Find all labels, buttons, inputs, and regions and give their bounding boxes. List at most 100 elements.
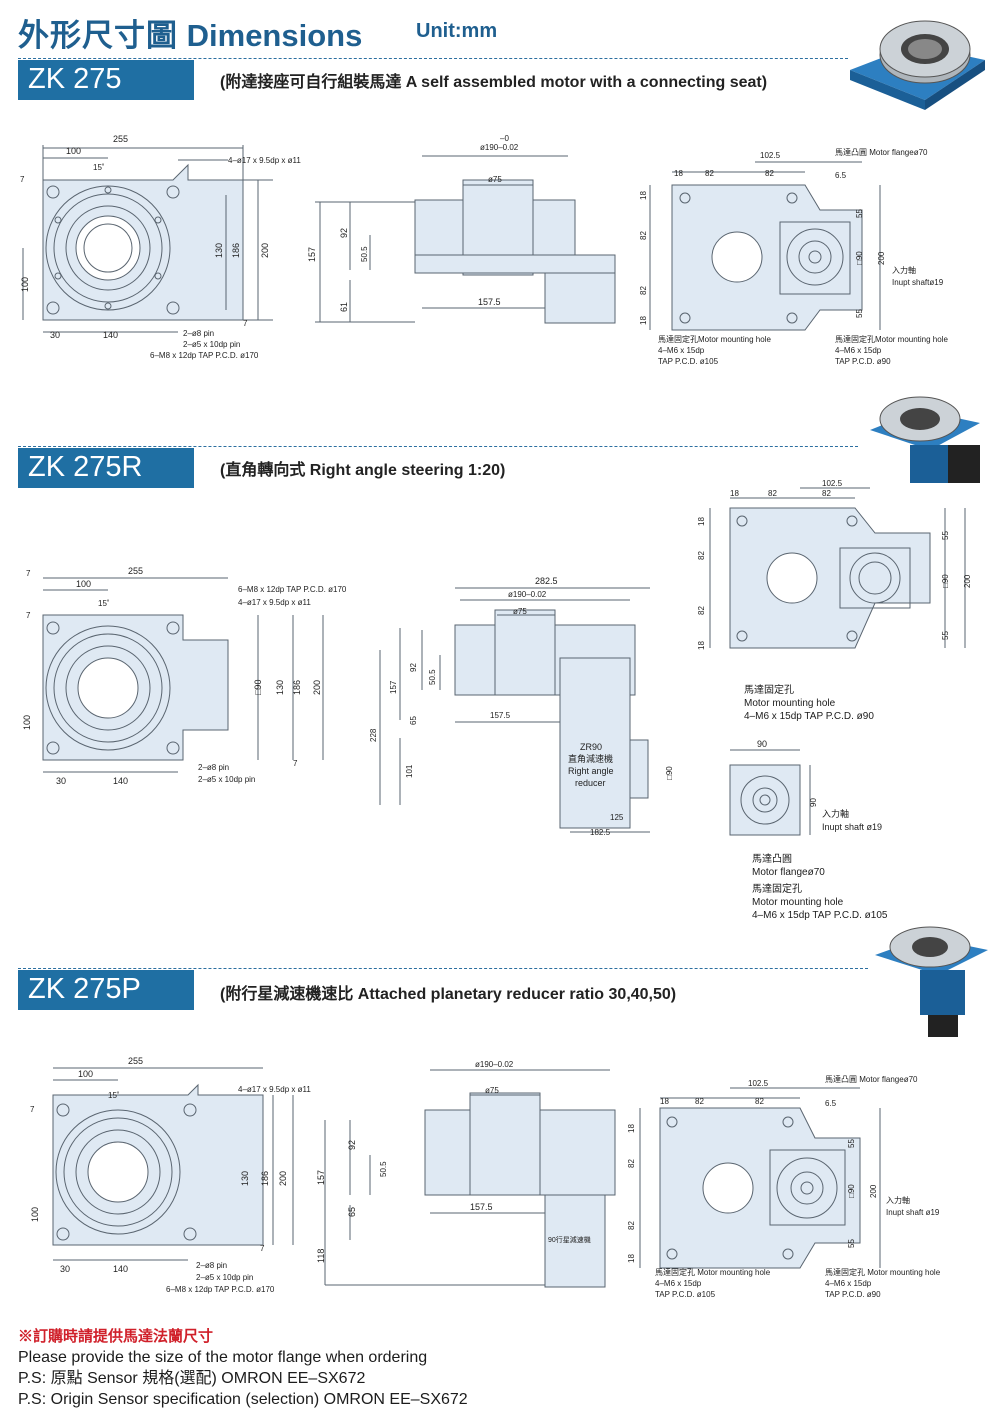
motor-input-en: Inupt shaft ø19 — [822, 822, 882, 832]
dim-6-5: 6.5 — [835, 171, 847, 180]
motor-hole-3: 4–M6 x 15dp TAP P.C.D. ø105 — [752, 910, 888, 921]
dim-7a: 7 — [20, 175, 25, 184]
zk275r-top-view: 102.5 18 82 82 18 82 82 18 55 □90 200 55 — [697, 479, 972, 650]
dim-125: 125 — [610, 813, 624, 822]
dim-55b: 55 — [855, 309, 864, 318]
dim-130: 130 — [275, 680, 285, 695]
dim-255: 255 — [113, 134, 128, 144]
dim-15: 15˚ — [98, 599, 110, 608]
section-subtitle-zk275r: (直角轉向式 Right angle steering 1:20) — [220, 462, 506, 479]
unit-label: Unit:mm — [416, 20, 498, 42]
dim-190: ø190–0.02 — [475, 1060, 514, 1069]
dim-82v2: 82 — [627, 1221, 636, 1230]
reducer-label: 90行星減速機 — [548, 1235, 591, 1244]
zk275r-side-view: 282.5 ø190–0.02 ø75 92 50.5 157 65 228 1… — [369, 576, 674, 837]
dim-15: 15˚ — [93, 163, 105, 172]
zk275p-front-view: 255 100 15˚ 7 7 100 130 186 200 30 140 4… — [30, 1056, 311, 1294]
dim-90: □90 — [941, 574, 950, 588]
dim-255: 255 — [128, 1056, 143, 1066]
dim-82v1: 82 — [697, 551, 706, 560]
motor-flange-label: 馬達凸圓 Motor flangeø70 — [825, 1074, 918, 1084]
model-badge-zk275r: ZK 275R — [18, 448, 194, 486]
dim-50-5: 50.5 — [428, 669, 437, 685]
dim-186: 186 — [260, 1171, 270, 1186]
hole-right-2: 4–M6 x 15dp — [825, 1279, 872, 1288]
dim-30: 30 — [50, 330, 60, 340]
hole-left-2: 4–M6 x 15dp — [658, 346, 705, 355]
zk275r-motor-notes: 馬達凸圓 Motor flangeø70 馬達固定孔 Motor mountin… — [752, 853, 887, 922]
title-cn: 外形尺寸圖 — [18, 18, 178, 53]
section-divider — [18, 58, 848, 59]
dim-90: □90 — [855, 251, 864, 265]
dim-282-5: 282.5 — [535, 576, 558, 586]
dim-55a: 55 — [847, 1139, 856, 1148]
dim-82v2: 82 — [697, 606, 706, 615]
dim-100v: 100 — [30, 1207, 40, 1222]
dim-100: 100 — [78, 1069, 93, 1079]
note-line-4: P.S: Origin Sensor specification (select… — [18, 1391, 468, 1408]
dim-140: 140 — [113, 1264, 128, 1274]
dim-82v2: 82 — [639, 286, 648, 295]
note-pin: 2–ø8 pin — [183, 329, 214, 338]
hole-right-1: 馬達固定孔 Motor mounting hole — [825, 1267, 941, 1277]
dim-140: 140 — [113, 776, 128, 786]
dim-186: 186 — [231, 243, 241, 258]
dim-55b: 55 — [941, 631, 950, 640]
motor-flange-label: 馬達凸圓 Motor flangeø70 — [835, 147, 928, 157]
motor-hole-1: 馬達固定孔 — [752, 884, 802, 895]
note-line-3: P.S: 原點 Sensor 規格(選配) OMRON EE–SX672 — [18, 1370, 366, 1387]
dim-190: ø190–0.02 — [508, 590, 547, 599]
note-tap: 6–M8 x 12dp TAP P.C.D. ø170 — [166, 1285, 275, 1294]
page-title: 外形尺寸圖 Dimensions — [18, 10, 362, 55]
dim-82b: 82 — [755, 1097, 764, 1106]
hole-left-3: TAP P.C.D. ø105 — [655, 1290, 716, 1299]
section-divider — [18, 446, 858, 447]
hole-left-1: 馬達固定孔 Motor mounting hole — [655, 1267, 771, 1277]
dim-118: 118 — [316, 1249, 326, 1263]
dim-200: 200 — [869, 1184, 878, 1198]
dim-75: ø75 — [485, 1086, 499, 1095]
note-pin2: 2–ø5 x 10dp pin — [183, 340, 240, 349]
zk275r-motor-view: 90 90 入力軸 Inupt shaft ø19 — [729, 739, 882, 836]
note-holes: 4–ø17 x 9.5dp x ø11 — [228, 156, 301, 165]
section-subtitle-zk275p: (附行星減速機速比 Attached planetary reducer rat… — [220, 986, 677, 1003]
note-pin2: 2–ø5 x 10dp pin — [198, 775, 255, 784]
dim-50-5: 50.5 — [360, 246, 369, 262]
product-photo-zk275p — [875, 926, 988, 1037]
dim-7b: 7 — [243, 319, 248, 328]
dim-15: 15˚ — [108, 1091, 120, 1100]
dim-82a: 82 — [768, 489, 777, 498]
dim-90: □90 — [253, 680, 263, 695]
zk275-side-view: ø190–0.02 –0 ø75 157 92 50.5 61 157.5 — [307, 134, 616, 324]
dim-82a: 82 — [705, 169, 714, 178]
reducer-label-3: Right angle — [568, 766, 614, 776]
dim-30: 30 — [60, 1264, 70, 1274]
note-holes: 4–ø17 x 9.5dp x ø11 — [238, 598, 311, 607]
dim-190-top: –0 — [500, 134, 509, 143]
dim-82a: 82 — [695, 1097, 704, 1106]
dim-102-5: 102.5 — [822, 479, 843, 488]
dim-190: ø190–0.02 — [480, 143, 519, 152]
dim-100: 100 — [76, 579, 91, 589]
order-notes: ※訂購時請提供馬達法蘭尺寸 Please provide the size of… — [18, 1326, 468, 1410]
dim-200: 200 — [877, 251, 886, 265]
dim-255: 255 — [128, 566, 143, 576]
dim-228: 228 — [369, 728, 378, 742]
dim-102-5: 102.5 — [760, 151, 781, 160]
dim-82b: 82 — [822, 489, 831, 498]
dim-55a: 55 — [855, 209, 864, 218]
dim-7a: 7 — [26, 569, 31, 578]
dim-200: 200 — [278, 1171, 288, 1186]
hole-right-3: TAP P.C.D. ø90 — [825, 1290, 881, 1299]
dim-130: 130 — [240, 1171, 250, 1186]
reducer-label-2: 直角減速機 — [568, 753, 613, 764]
dim-100v: 100 — [20, 277, 30, 292]
input-en: Inupt shaftø19 — [892, 278, 944, 287]
dim-65: 65 — [347, 1207, 357, 1217]
badge-underline — [18, 486, 194, 488]
hole-left-1: 馬達固定孔Motor mounting hole — [658, 334, 771, 344]
badge-underline — [18, 98, 194, 100]
dim-100: 100 — [66, 146, 81, 156]
motor-hole-2: Motor mounting hole — [752, 897, 844, 908]
input-cn: 入力軸 — [886, 1195, 910, 1205]
